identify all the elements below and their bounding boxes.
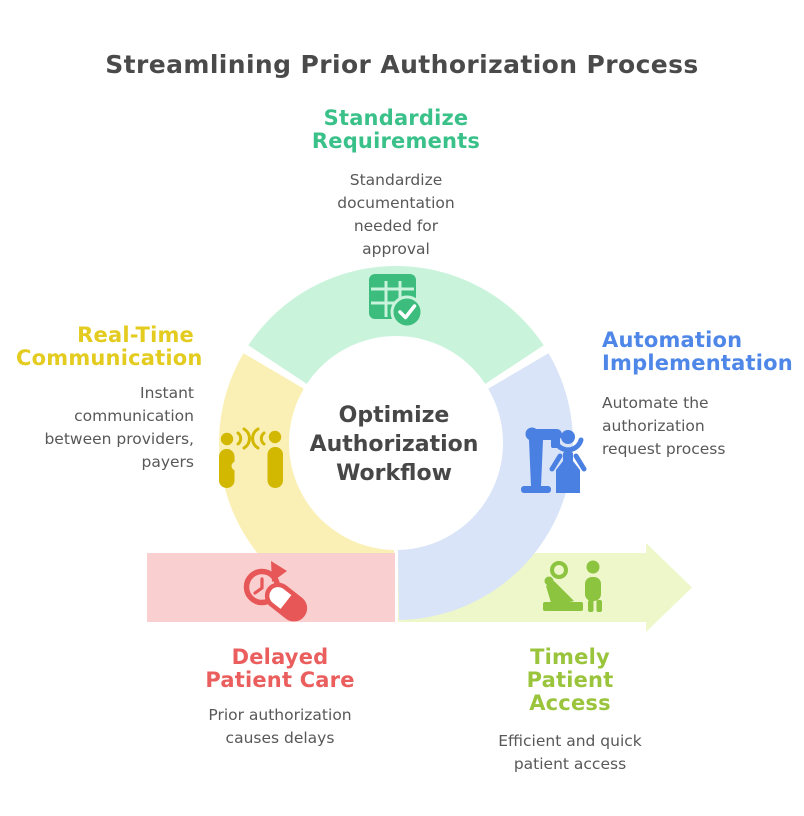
heading-automation-implementation: Automation Implementation: [602, 328, 793, 375]
body-automation-implementation: Automate the authorization request proce…: [602, 394, 726, 458]
patient-bed-icon: [543, 560, 602, 612]
segment-automation-implementation: [397, 353, 573, 620]
robot-arm-icon: [521, 427, 587, 493]
body-delayed-patient-care: Prior authorization causes delays: [208, 706, 352, 747]
clock-pill-icon: [243, 561, 308, 622]
segment-standardize-requirements: [248, 265, 544, 384]
center-label: Optimize Authorization Workflow: [309, 403, 479, 486]
page-title: Streamlining Prior Authorization Process: [105, 50, 699, 79]
table-check-icon: [369, 274, 424, 329]
people-waves-icon: [219, 427, 283, 488]
body-real-time-communication: Instant communication between providers,…: [44, 384, 194, 471]
heading-delayed-patient-care: Delayed Patient Care: [205, 645, 355, 692]
heading-standardize-requirements: Standardize Requirements: [311, 106, 481, 153]
body-standardize-requirements: Standardize documentation needed for app…: [337, 171, 455, 258]
body-timely-patient-access: Efficient and quick patient access: [498, 732, 642, 773]
heading-timely-patient-access: Timely Patient Access: [526, 645, 614, 715]
heading-real-time-communication: Real-Time Communication: [16, 323, 203, 370]
